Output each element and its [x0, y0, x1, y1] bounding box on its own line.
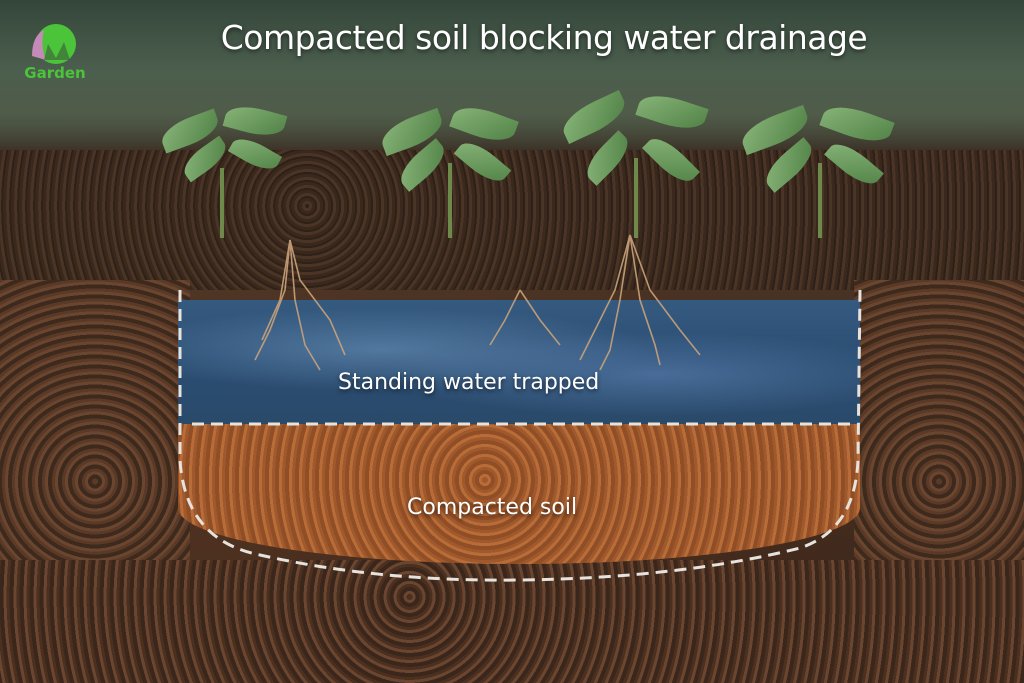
seedling [550, 78, 720, 238]
soil-cross-section-bottom [0, 560, 1024, 683]
seedling [150, 88, 300, 238]
garden-logo: Garden [18, 22, 92, 86]
seedling-row [130, 78, 930, 238]
compacted-soil-label: Compacted soil [407, 495, 578, 520]
seedling [370, 88, 530, 238]
garden-logo-text: Garden [24, 64, 86, 82]
page-title: Compacted soil blocking water drainage [220, 18, 868, 57]
standing-water-layer [178, 300, 860, 424]
seedling [730, 88, 910, 238]
garden-leaf-logo-icon [32, 24, 76, 64]
compacted-soil-layer [178, 424, 860, 564]
standing-water-label: Standing water trapped [338, 370, 600, 395]
